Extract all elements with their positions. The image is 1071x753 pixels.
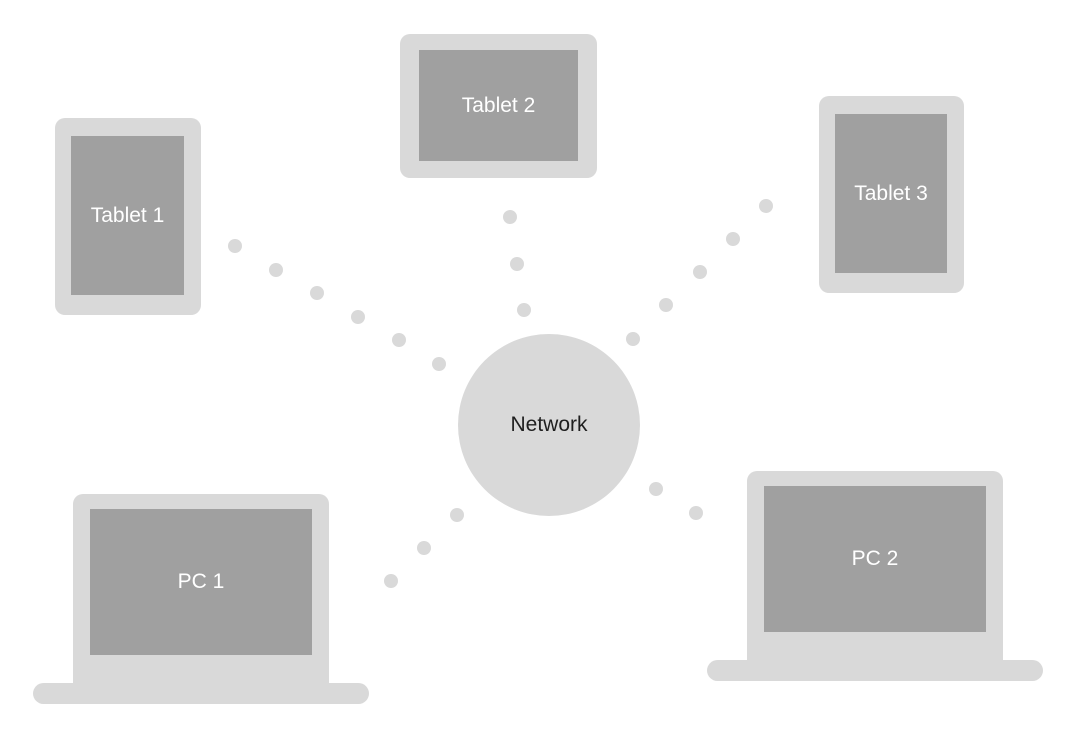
connector-dot-tablet-1: [228, 239, 242, 253]
connector-dot-tablet-2: [510, 257, 524, 271]
pc-2-base: [707, 660, 1043, 681]
connector-dot-pc-1: [417, 541, 431, 555]
pc-2-label: PC 2: [851, 547, 899, 570]
pc-1-base: [33, 683, 369, 704]
connector-dot-pc-2: [649, 482, 663, 496]
connector-dot-tablet-1: [392, 333, 406, 347]
connector-dot-tablet-1: [351, 310, 365, 324]
pc-1-screen: PC 1: [90, 509, 312, 655]
tablet-1-screen: Tablet 1: [71, 136, 184, 295]
tablet-2: Tablet 2: [400, 34, 597, 178]
connector-dot-tablet-3: [626, 332, 640, 346]
tablet-3-screen: Tablet 3: [835, 114, 947, 273]
connector-dot-pc-1: [384, 574, 398, 588]
connector-dot-pc-2: [689, 506, 703, 520]
tablet-3: Tablet 3: [819, 96, 964, 293]
pc-1-label: PC 1: [177, 570, 225, 593]
connector-dot-tablet-1: [310, 286, 324, 300]
tablet-1: Tablet 1: [55, 118, 201, 315]
pc-1: PC 1: [73, 494, 329, 687]
pc-2: PC 2: [747, 471, 1003, 664]
connector-dot-tablet-3: [693, 265, 707, 279]
connector-dot-pc-1: [450, 508, 464, 522]
network-hub: Network: [458, 334, 640, 516]
network-label: Network: [510, 413, 588, 436]
tablet-1-label: Tablet 1: [90, 203, 165, 227]
tablet-2-screen: Tablet 2: [419, 50, 578, 161]
connector-dot-tablet-3: [726, 232, 740, 246]
tablet-2-label: Tablet 2: [461, 93, 536, 117]
connector-dot-tablet-1: [432, 357, 446, 371]
connector-dot-tablet-2: [517, 303, 531, 317]
connector-dot-tablet-3: [759, 199, 773, 213]
connector-dot-tablet-3: [659, 298, 673, 312]
connector-dot-tablet-1: [269, 263, 283, 277]
connector-dot-tablet-2: [503, 210, 517, 224]
tablet-3-label: Tablet 3: [854, 181, 928, 205]
pc-2-screen: PC 2: [764, 486, 986, 632]
